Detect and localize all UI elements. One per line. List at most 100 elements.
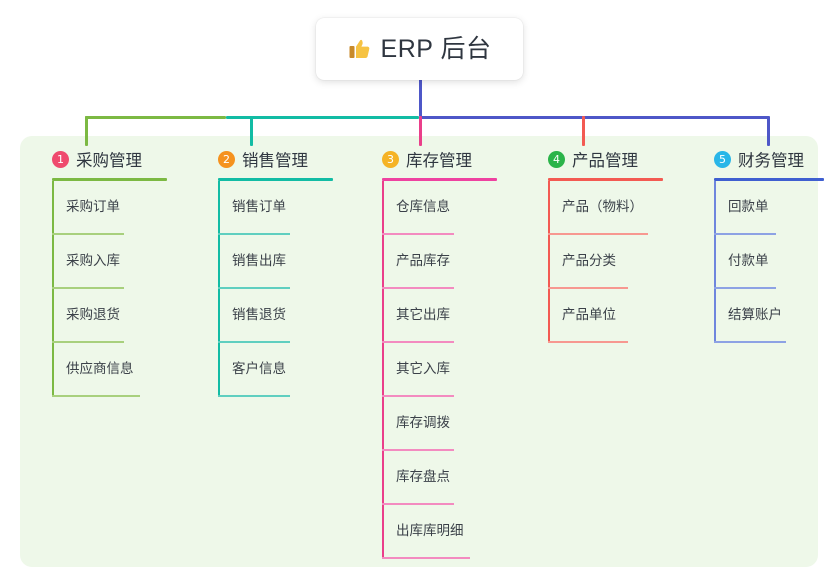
branch-item-rule	[382, 287, 454, 289]
branch-item[interactable]: 产品库存	[362, 235, 497, 289]
branch-header-1[interactable]: 1 采购管理	[32, 146, 167, 172]
branch-item-rule	[218, 395, 290, 397]
branch-item-rule	[382, 395, 454, 397]
bus-green	[85, 116, 226, 119]
branch-item-label: 采购入库	[66, 253, 120, 268]
branch-item-rule	[218, 233, 290, 235]
branch-item[interactable]: 其它入库	[362, 343, 497, 397]
branch-item[interactable]: 仓库信息	[362, 181, 497, 235]
branch-item[interactable]: 销售订单	[198, 181, 333, 235]
branch-items-3: 仓库信息产品库存其它出库其它入库库存调拨库存盘点出库库明细	[362, 181, 497, 559]
branch-item[interactable]: 付款单	[694, 235, 824, 289]
branch-item-rule	[382, 557, 470, 559]
branch-header-rule-1	[52, 178, 167, 181]
branch-header-4[interactable]: 4 产品管理	[528, 146, 663, 172]
branch-item[interactable]: 产品单位	[528, 289, 663, 343]
drop-pink	[419, 116, 422, 146]
branch-item-label: 出库库明细	[396, 523, 464, 538]
branch-item[interactable]: 客户信息	[198, 343, 333, 397]
branch-item-label: 供应商信息	[66, 361, 134, 376]
branch-item[interactable]: 库存盘点	[362, 451, 497, 505]
branch-item[interactable]: 库存调拨	[362, 397, 497, 451]
branch-item-label: 销售出库	[232, 253, 286, 268]
bus-blue	[419, 116, 769, 119]
drop-red	[582, 116, 585, 146]
branch-item[interactable]: 供应商信息	[32, 343, 167, 397]
branch-item-label: 库存盘点	[396, 469, 450, 484]
thumbs-up-icon	[349, 39, 369, 58]
branch-item[interactable]: 产品分类	[528, 235, 663, 289]
branch-column-2: 2 销售管理销售订单销售出库销售退货客户信息	[198, 146, 333, 397]
branch-column-4: 4 产品管理产品（物料） 产品分类产品单位	[528, 146, 663, 343]
branch-item-label: 其它出库	[396, 307, 450, 322]
branch-items-2: 销售订单销售出库销售退货客户信息	[198, 181, 333, 397]
branch-spine-5	[714, 181, 716, 343]
branch-item[interactable]: 采购入库	[32, 235, 167, 289]
branch-item-rule	[52, 395, 140, 397]
branch-item-label: 仓库信息	[396, 199, 450, 214]
branch-item-rule	[382, 341, 454, 343]
center-stem	[419, 80, 422, 116]
branch-item-label: 产品单位	[562, 307, 616, 322]
branch-badge-5: 5	[714, 150, 731, 168]
branch-item-label: 回款单	[728, 199, 769, 214]
branch-title-3: 库存管理	[406, 152, 472, 170]
branch-item[interactable]: 其它出库	[362, 289, 497, 343]
drop-blue	[767, 116, 770, 146]
branch-item[interactable]: 回款单	[694, 181, 824, 235]
branch-item-label: 产品（物料）	[562, 199, 643, 214]
branch-item-label: 库存调拨	[396, 415, 450, 430]
title-card[interactable]: ERP 后台	[316, 18, 523, 80]
branch-header-2[interactable]: 2 销售管理	[198, 146, 333, 172]
branch-badge-1: 1	[52, 150, 69, 168]
branch-item-label: 产品分类	[562, 253, 616, 268]
branch-item-label: 客户信息	[232, 361, 286, 376]
branch-title-4: 产品管理	[572, 152, 638, 170]
branch-item-rule	[382, 503, 454, 505]
branch-item-label: 结算账户	[728, 307, 782, 322]
branch-spine-1	[52, 181, 54, 397]
drop-teal	[250, 116, 253, 146]
branch-header-rule-2	[218, 178, 333, 181]
branch-spine-4	[548, 181, 550, 343]
branch-title-1: 采购管理	[76, 152, 142, 170]
branch-item-label: 销售订单	[232, 199, 286, 214]
branch-item-label: 采购退货	[66, 307, 120, 322]
branch-item-rule	[548, 341, 628, 343]
branch-item-rule	[52, 287, 124, 289]
branch-item-rule	[714, 233, 776, 235]
branch-items-1: 采购订单采购入库采购退货供应商信息	[32, 181, 167, 397]
branch-item[interactable]: 采购退货	[32, 289, 167, 343]
branch-item-label: 销售退货	[232, 307, 286, 322]
branch-item-rule	[52, 233, 124, 235]
branch-item-rule	[218, 287, 290, 289]
branch-spine-2	[218, 181, 220, 397]
branch-item-rule	[548, 233, 648, 235]
branch-item-rule	[52, 341, 124, 343]
branch-badge-4: 4	[548, 150, 565, 168]
branch-item-rule	[714, 287, 776, 289]
branch-items-4: 产品（物料） 产品分类产品单位	[528, 181, 663, 343]
branch-column-1: 1 采购管理采购订单采购入库采购退货供应商信息	[32, 146, 167, 397]
branch-item-rule	[218, 341, 290, 343]
branch-badge-2: 2	[218, 150, 235, 168]
branch-item[interactable]: 结算账户	[694, 289, 824, 343]
branch-header-rule-4	[548, 178, 663, 181]
branch-item[interactable]: 采购订单	[32, 181, 167, 235]
branch-item-rule	[714, 341, 786, 343]
branch-title-2: 销售管理	[242, 152, 308, 170]
branch-item-label: 其它入库	[396, 361, 450, 376]
branch-item[interactable]: 销售退货	[198, 289, 333, 343]
branch-spine-3	[382, 181, 384, 559]
branch-item[interactable]: 销售出库	[198, 235, 333, 289]
branch-item-rule	[382, 233, 454, 235]
drop-green	[85, 116, 88, 146]
branch-item[interactable]: 产品（物料）	[528, 181, 663, 235]
bus-teal	[226, 116, 419, 119]
branch-item[interactable]: 出库库明细	[362, 505, 497, 559]
